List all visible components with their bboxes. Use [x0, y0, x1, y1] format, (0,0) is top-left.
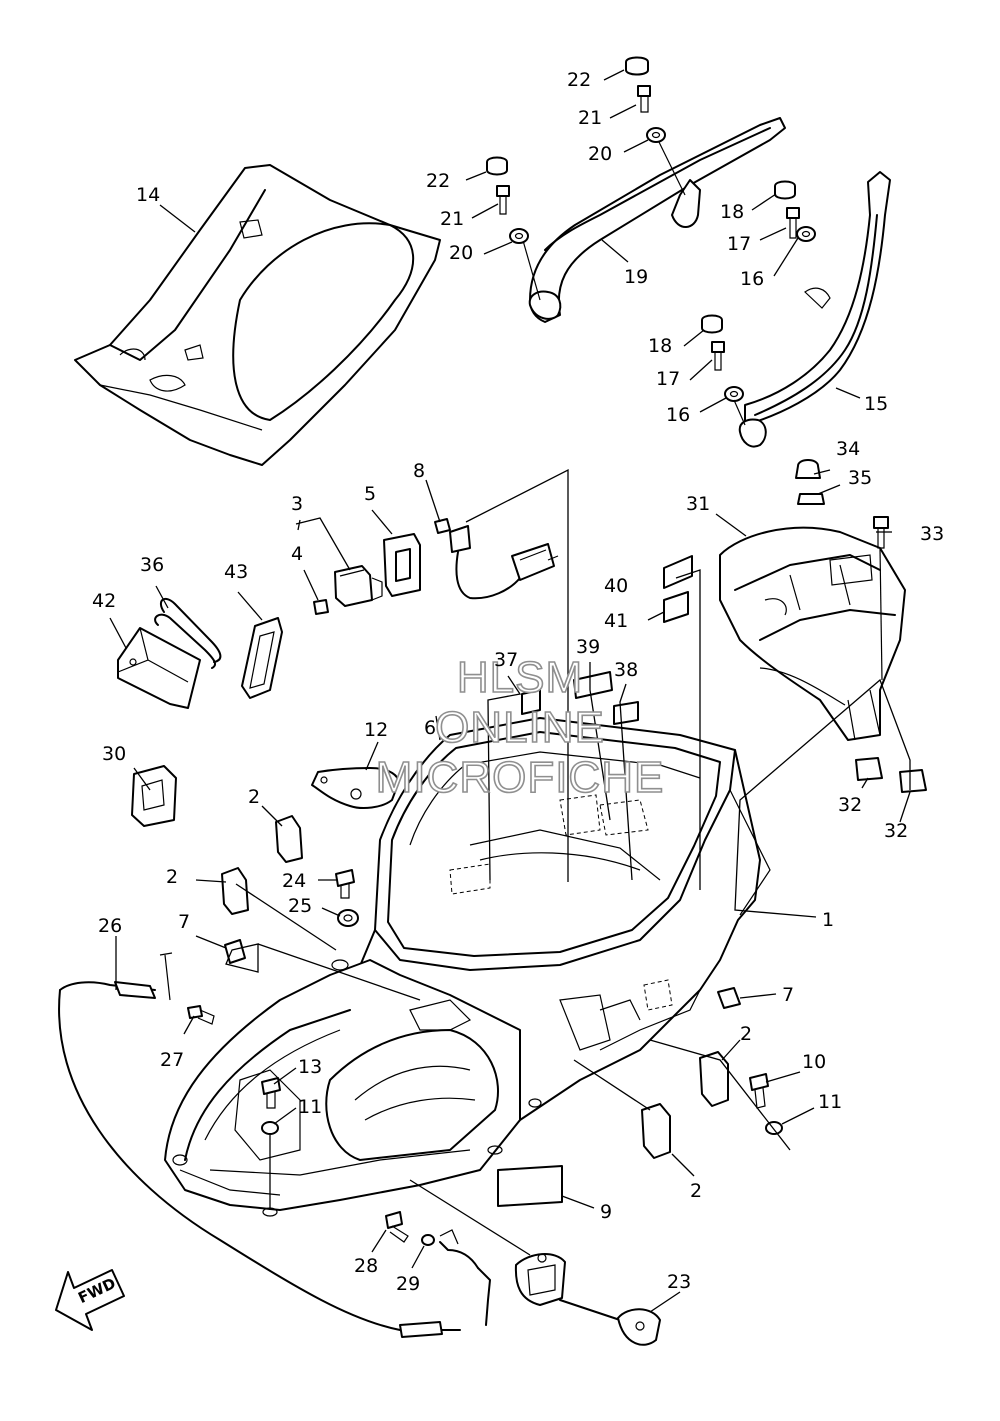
callout-32: 32 — [838, 794, 862, 816]
callout-labels: 1 2 2 2 2 3 4 5 6 7 7 8 9 10 11 11 12 13… — [92, 69, 944, 1295]
callout-1: 1 — [822, 909, 834, 931]
callout-36: 36 — [140, 554, 164, 576]
callout-13: 13 — [298, 1056, 322, 1078]
watermark-line-3: MICROFICHE — [376, 753, 665, 802]
callout-30: 30 — [102, 743, 126, 765]
callout-16: 16 — [740, 268, 764, 290]
callout-18: 18 — [720, 201, 744, 223]
callout-27: 27 — [160, 1049, 184, 1071]
watermark: HLSM ONLINE MICROFICHE — [375, 652, 665, 803]
switch-parts-3-5 — [313, 533, 421, 615]
callout-38: 38 — [614, 659, 638, 681]
callout-12: 12 — [364, 719, 388, 741]
forward-arrow-icon: FWD — [55, 1269, 125, 1331]
callout-2: 2 — [166, 866, 178, 888]
callout-2: 2 — [690, 1180, 702, 1202]
callout-40: 40 — [604, 575, 628, 597]
callout-20: 20 — [588, 143, 612, 165]
callout-25: 25 — [288, 895, 312, 917]
cable-part-26 — [58, 952, 461, 1338]
callout-34: 34 — [836, 438, 860, 460]
label-part-9 — [497, 1165, 563, 1207]
callout-7: 7 — [782, 984, 794, 1006]
callout-9: 9 — [600, 1201, 612, 1223]
callout-14: 14 — [136, 184, 160, 206]
callout-22: 22 — [426, 170, 450, 192]
callout-10: 10 — [802, 1051, 826, 1073]
callout-2: 2 — [248, 786, 260, 808]
callout-5: 5 — [364, 483, 376, 505]
callout-35: 35 — [848, 467, 872, 489]
callout-4: 4 — [291, 543, 303, 565]
callout-2: 2 — [740, 1023, 752, 1045]
callout-41: 41 — [604, 610, 628, 632]
callout-17: 17 — [727, 233, 751, 255]
callout-29: 29 — [396, 1273, 420, 1295]
callout-6: 6 — [424, 717, 436, 739]
callout-17: 17 — [656, 368, 680, 390]
callout-19: 19 — [624, 266, 648, 288]
tool-part-36 — [154, 597, 222, 669]
strap-part-43 — [241, 617, 283, 699]
callout-26: 26 — [98, 915, 122, 937]
callout-24: 24 — [282, 870, 306, 892]
callout-28: 28 — [354, 1255, 378, 1277]
callout-7: 7 — [178, 911, 190, 933]
front-cover-part-14 — [74, 164, 441, 466]
callout-31: 31 — [686, 493, 710, 515]
callout-23: 23 — [667, 1271, 691, 1293]
callout-3: 3 — [291, 493, 303, 515]
watermark-line-1: HLSM — [457, 653, 583, 702]
grab-bar-part-15 — [738, 171, 891, 448]
callout-11: 11 — [298, 1096, 322, 1118]
callout-39: 39 — [576, 636, 600, 658]
wire-harness-part-8 — [434, 518, 559, 600]
callout-20: 20 — [449, 242, 473, 264]
plate-part-12 — [311, 767, 400, 809]
callout-42: 42 — [92, 590, 116, 612]
storage-box-part-1 — [164, 717, 771, 1217]
callout-16: 16 — [666, 404, 690, 426]
callout-33: 33 — [920, 523, 944, 545]
callout-15: 15 — [864, 393, 888, 415]
clips-parts-2-7 — [221, 815, 741, 1159]
callout-22: 22 — [567, 69, 591, 91]
callout-37: 37 — [494, 649, 518, 671]
fasteners-16-22 — [486, 56, 816, 426]
callout-21: 21 — [440, 208, 464, 230]
callout-18: 18 — [648, 335, 672, 357]
pouch-part-42 — [117, 627, 201, 709]
callout-32: 32 — [884, 820, 908, 842]
callout-8: 8 — [413, 460, 425, 482]
callout-11: 11 — [818, 1091, 842, 1113]
watermark-line-2: ONLINE — [435, 703, 605, 752]
grab-bar-part-19 — [519, 117, 786, 323]
latch-part-23 — [439, 1229, 661, 1346]
rear-cover-part-31 — [719, 459, 927, 793]
callout-43: 43 — [224, 561, 248, 583]
callout-21: 21 — [578, 107, 602, 129]
leader-lines — [109, 69, 911, 1313]
